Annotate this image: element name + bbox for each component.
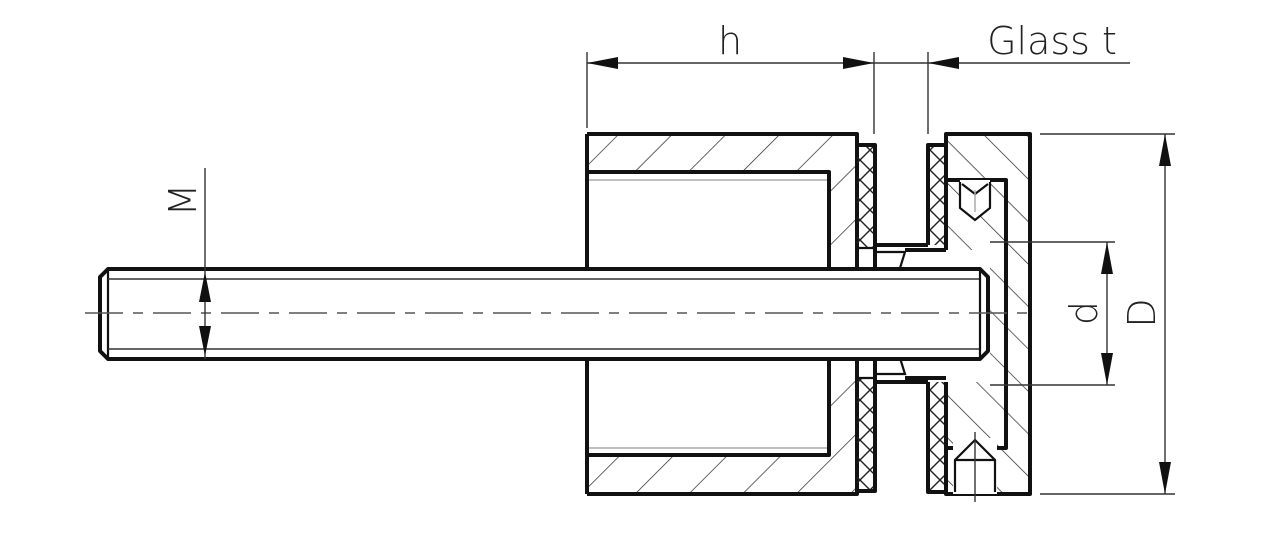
dimension-h: h [586,19,875,134]
outer-gasket [926,143,946,494]
dimension-d: d [990,241,1115,386]
inner-gasket [857,143,877,493]
label-M: M [161,184,205,217]
set-screw-bottom [953,432,997,502]
label-glass-t: Glass t [987,19,1117,63]
label-h: h [718,19,742,63]
dimension-glass-t: Glass t [874,19,1130,134]
set-screw-top [958,180,992,222]
dimension-M: M [161,168,211,359]
label-D: D [1120,298,1164,327]
dimension-D: D [1040,133,1175,495]
threaded-rod [98,267,990,361]
sleeve [875,243,928,384]
label-d: d [1062,301,1106,325]
